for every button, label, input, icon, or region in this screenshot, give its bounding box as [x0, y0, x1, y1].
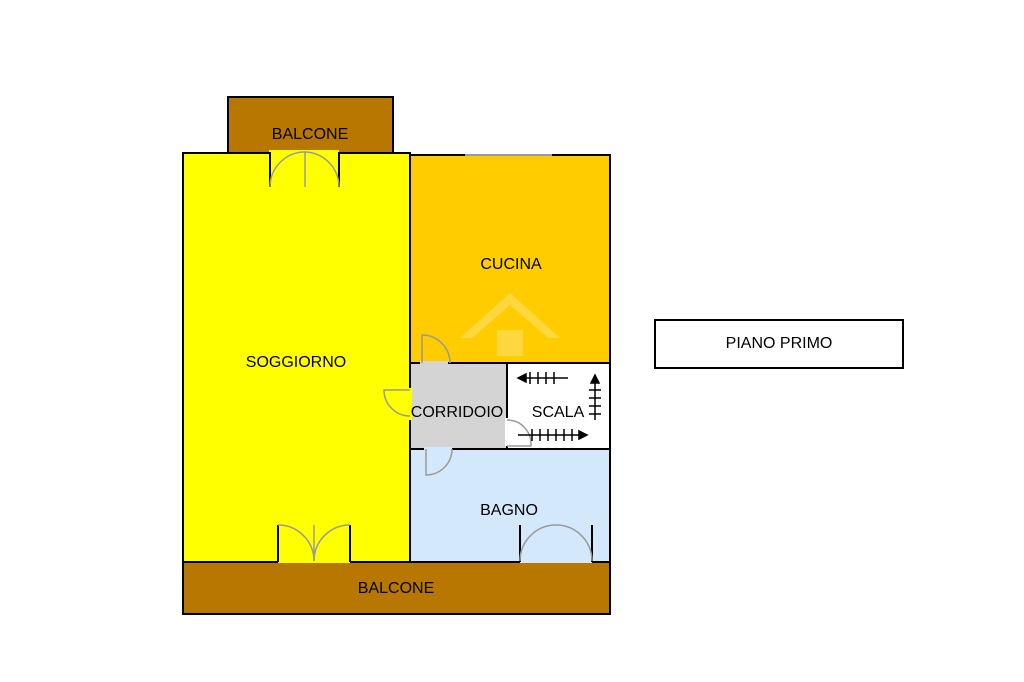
room-balcone-bottom — [182, 561, 611, 615]
door-cucina-corridoio — [420, 334, 451, 365]
floor-level-label: PIANO PRIMO — [654, 319, 904, 369]
room-balcone-top — [227, 96, 394, 154]
label-balcone-bottom: BALCONE — [358, 580, 434, 597]
watermark-logo — [460, 293, 560, 356]
label-cucina: CUCINA — [480, 256, 542, 273]
label-scala: SCALA — [532, 404, 585, 421]
door-soggiorno-balcone-bottom — [277, 524, 351, 563]
door-bagno-balcone — [519, 524, 593, 563]
stair-arrows — [516, 372, 601, 441]
label-bagno: BAGNO — [480, 502, 538, 519]
label-corridoio: CORRIDOIO — [411, 404, 503, 421]
floor-level-text: PIANO PRIMO — [725, 335, 833, 352]
label-soggiorno: SOGGIORNO — [246, 354, 346, 371]
room-soggiorno — [182, 152, 411, 563]
label-balcone-top: BALCONE — [272, 126, 348, 143]
door-bagno-corridoio — [424, 447, 453, 476]
door-soggiorno-balcone-top — [269, 150, 340, 188]
door-soggiorno-corridoio — [383, 388, 412, 420]
door-corridoio-scala — [505, 418, 532, 447]
